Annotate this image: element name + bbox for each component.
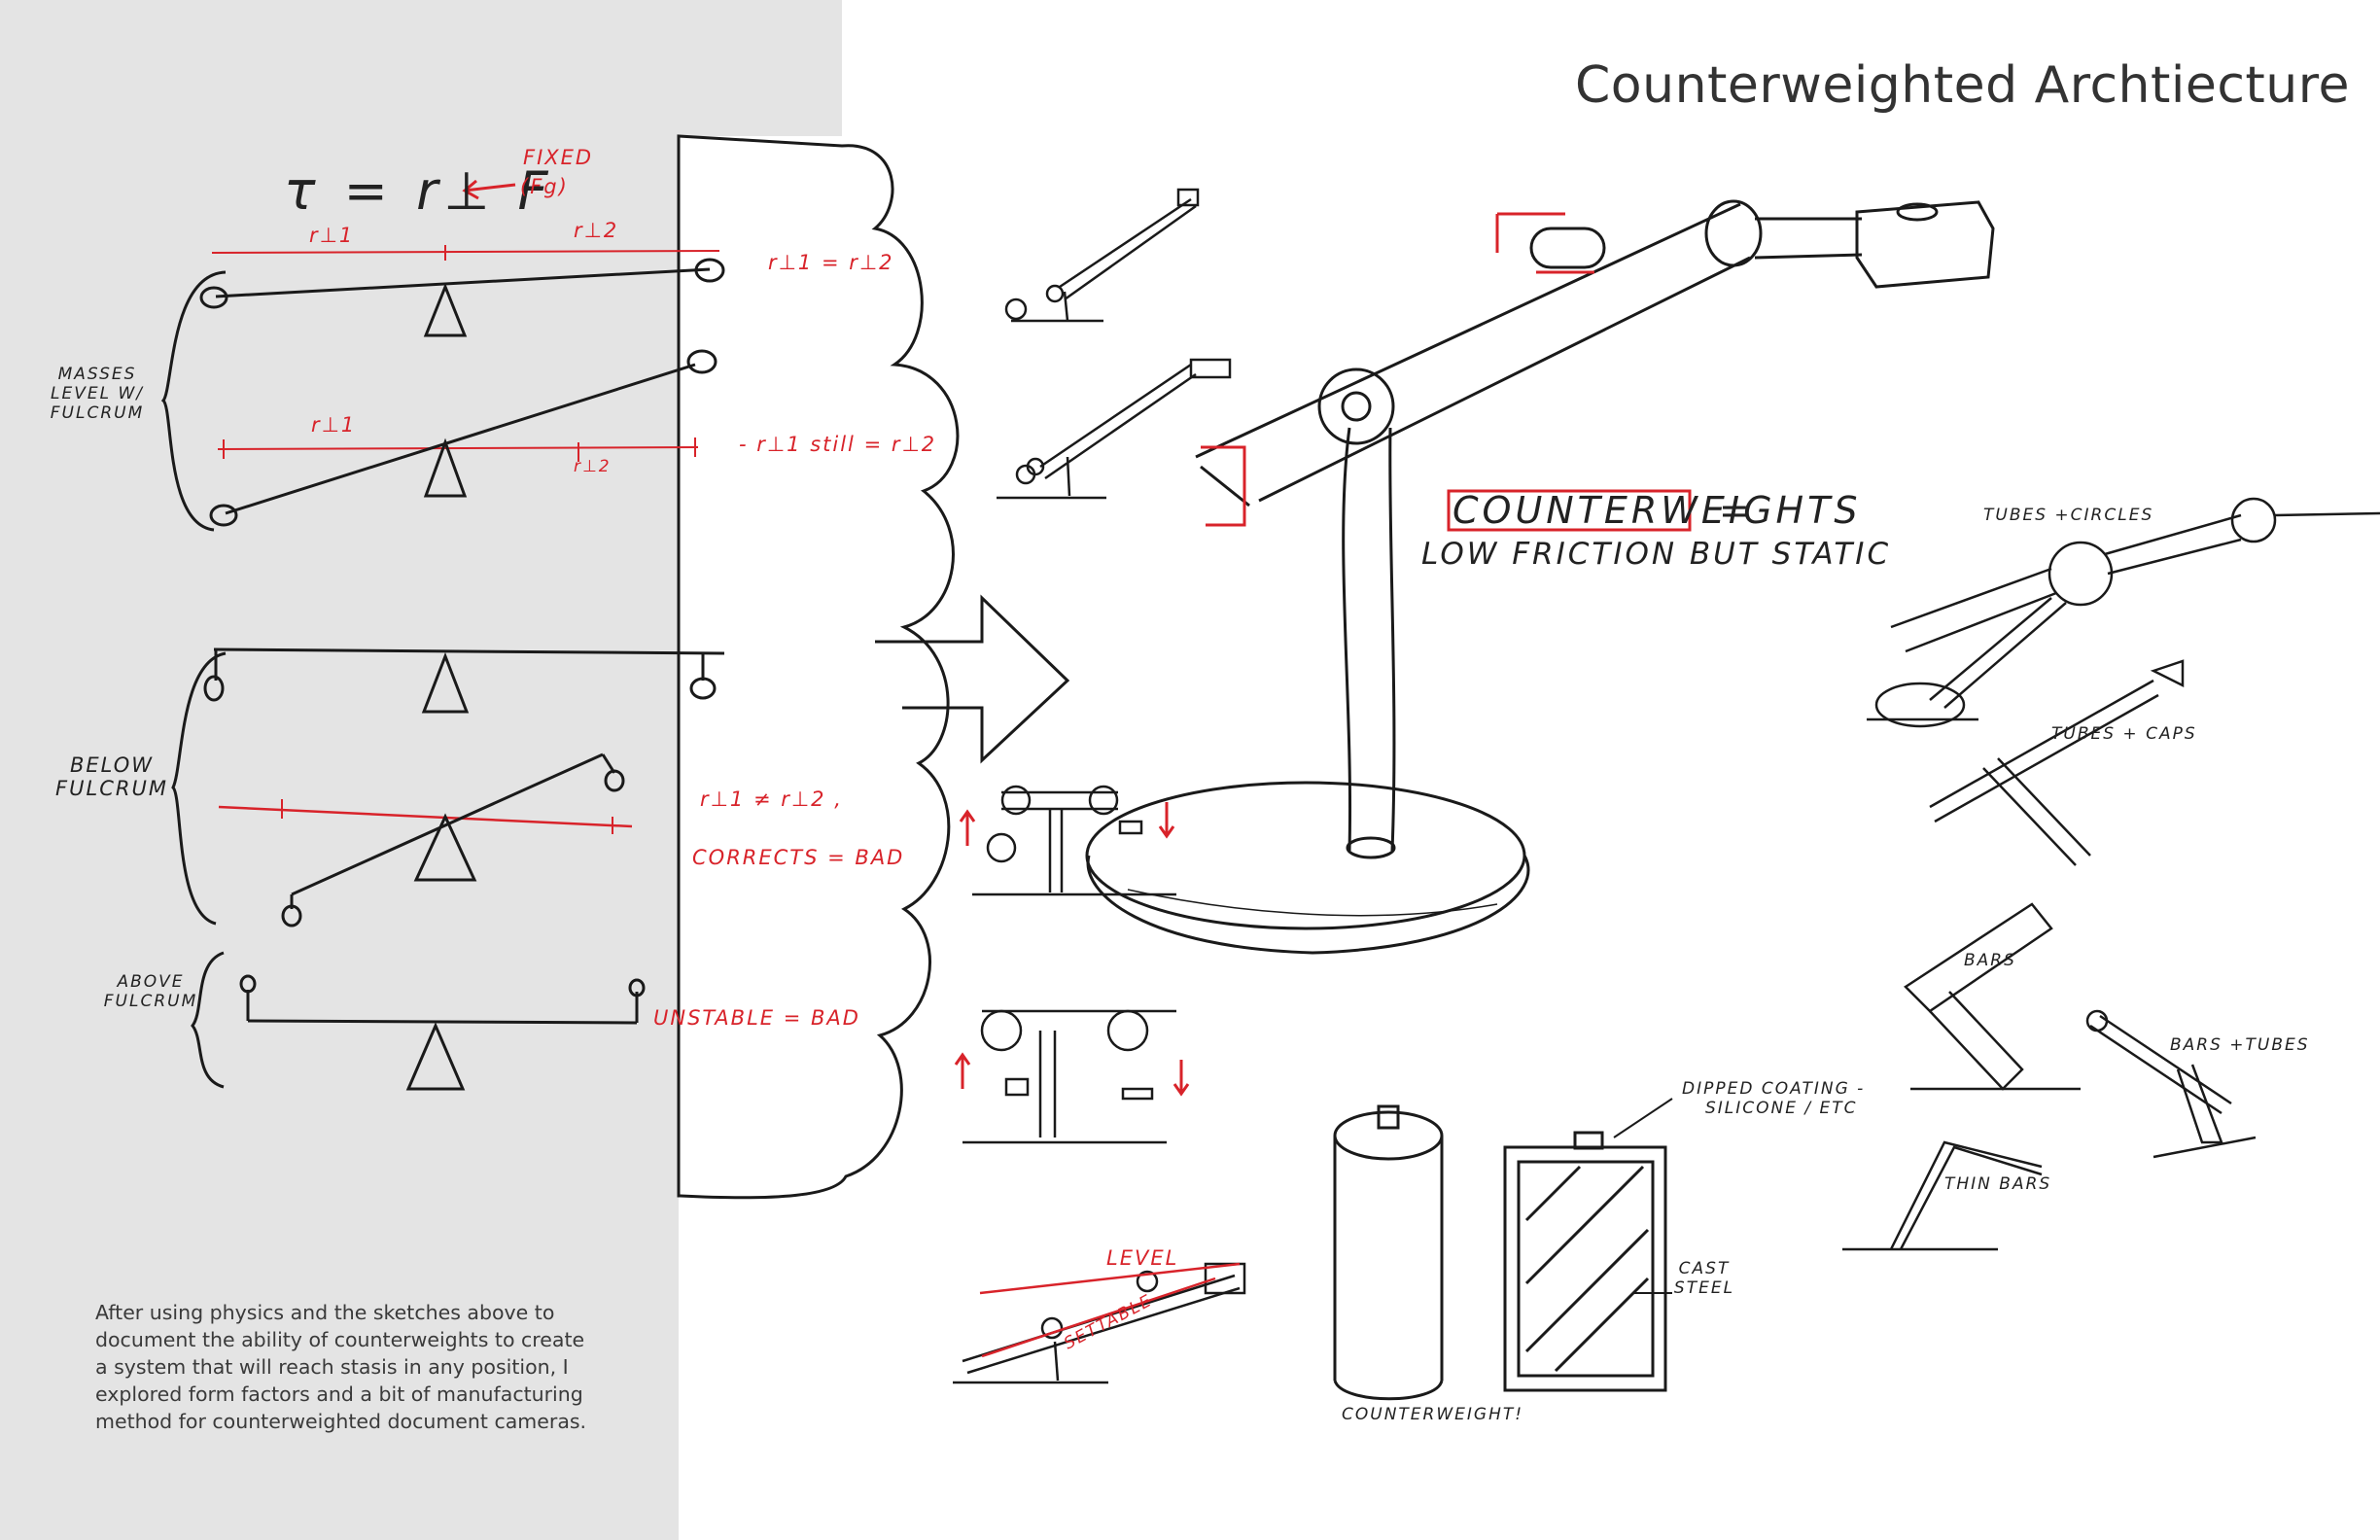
r-right-label: r⊥2 [574, 219, 619, 242]
concept-sketches [1842, 497, 2380, 1251]
note-counterweights: COUNTERWEIGHTS [1452, 489, 1862, 532]
note-unstable: UNSTABLE = BAD [653, 1006, 860, 1030]
r-tilted-1: r⊥1 [311, 413, 357, 437]
label-dipped: DIPPED COATING - SILICONE / ETC [1682, 1079, 1866, 1118]
label-thin-bars: THIN BARS [1944, 1174, 2052, 1194]
counterweight-parts [1333, 1098, 1673, 1401]
fulcrum-triangle-2 [423, 438, 468, 498]
eq-tilted: - r⊥1 still = r⊥2 [739, 433, 937, 456]
label-tubes-circles: TUBES +CIRCLES [1983, 506, 2154, 525]
eq-below: r⊥1 ≠ r⊥2 , [700, 788, 843, 811]
label-bars: BARS [1964, 951, 2016, 970]
level-beam [215, 267, 711, 298]
camera-head [1855, 200, 1995, 289]
group-below-fulcrum: BELOW FULCRUM [55, 753, 168, 800]
physics-sketches [160, 179, 1070, 1091]
note-corrects: CORRECTS = BAD [692, 846, 905, 869]
fulcrum-triangle [423, 282, 468, 337]
r-left-label: r⊥1 [309, 224, 355, 247]
group-masses-level: MASSES LEVEL W/ FULCRUM [50, 365, 145, 423]
group-above-fulcrum: ABOVE FULCRUM [103, 972, 198, 1011]
fixed-note-2: (Fg) [520, 175, 569, 198]
fixed-note-1: FIXED [523, 146, 594, 169]
note-low-friction: LOW FRICTION BUT STATIC [1421, 537, 1892, 572]
label-tubes-caps: TUBES + CAPS [2051, 724, 2197, 744]
label-cast-steel: CAST STEEL [1673, 1259, 1735, 1298]
main-lamp-red-marks [1201, 212, 1692, 532]
label-bars-tubes: BARS +TUBES [2170, 1035, 2310, 1055]
r-tilted-2: r⊥2 [574, 457, 612, 476]
thought-cloud [677, 134, 960, 1200]
eq-level: r⊥1 = r⊥2 [768, 251, 894, 274]
mini-arrows [954, 802, 1190, 1097]
tilted-beam [225, 363, 696, 515]
big-arrow [875, 594, 1070, 764]
torque-formula: τ = r⊥ F [284, 160, 554, 222]
page-title: Counterweighted Archtiecture [1575, 56, 2350, 115]
lamp-base [1085, 781, 1526, 930]
caption-text: After using physics and the sketches abo… [95, 1301, 587, 1433]
main-pivot [1317, 368, 1395, 445]
label-level: LEVEL [1106, 1246, 1179, 1270]
main-lamp-sketch [1085, 199, 1995, 955]
fixed-arrow [464, 183, 516, 192]
mini-arm-sketches [953, 188, 1246, 1384]
label-counterweight: COUNTERWEIGHT! [1342, 1405, 1524, 1424]
note-equals: = [1719, 489, 1754, 532]
